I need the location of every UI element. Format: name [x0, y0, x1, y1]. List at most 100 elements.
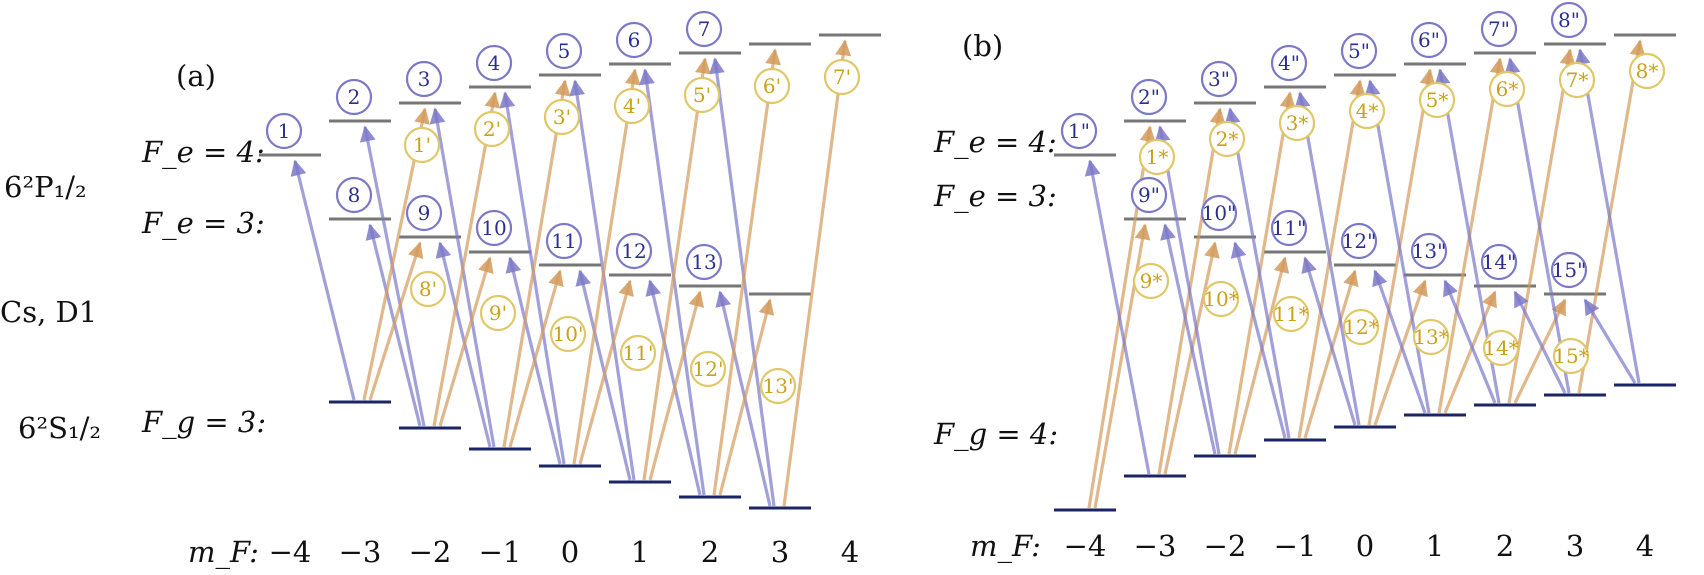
purple-transition-arrow — [1583, 298, 1637, 384]
mf-axis-label-b: m_F: — [970, 529, 1041, 564]
panel-b-fe3-label: F_e = 3: — [933, 179, 1057, 214]
blue-transition-label: 10 — [475, 209, 513, 247]
svg-text:10*: 10* — [1203, 287, 1238, 311]
s-state-title: 6²S₁/₂ — [18, 411, 101, 445]
blue-transition-label: 11" — [1270, 209, 1308, 247]
purple-transition-arrow — [499, 91, 566, 465]
purple-transition-arrow — [429, 107, 496, 448]
gold-transition-label: 2' — [473, 110, 511, 148]
gold-transition-label: 2* — [1208, 120, 1246, 158]
gold-transition-label: 6' — [753, 67, 791, 105]
svg-text:10: 10 — [481, 216, 506, 240]
mf-tick-label: −3 — [339, 535, 382, 569]
gold-transition-label: 7' — [823, 58, 861, 96]
svg-text:6*: 6* — [1496, 77, 1519, 101]
blue-transition-label: 6" — [1410, 21, 1448, 59]
purple-transition-arrow — [1372, 269, 1427, 414]
svg-text:8: 8 — [348, 183, 361, 207]
svg-text:7*: 7* — [1566, 68, 1589, 92]
orange-transition-arrow — [648, 290, 705, 481]
mf-tick-label: −2 — [409, 535, 452, 569]
gold-transition-label: 1' — [403, 126, 441, 164]
gold-transition-label: 5* — [1418, 81, 1456, 119]
mf-tick-label: 0 — [561, 535, 579, 569]
svg-text:12": 12" — [1342, 229, 1377, 253]
svg-text:8': 8' — [419, 277, 437, 301]
purple-transition-arrow — [569, 79, 636, 481]
svg-text:4": 4" — [1278, 51, 1300, 75]
svg-text:6': 6' — [763, 74, 781, 98]
purple-transition-arrow — [1224, 107, 1291, 439]
mf-tick-label: 2 — [1496, 529, 1514, 563]
svg-text:11*: 11* — [1273, 302, 1308, 326]
blue-transition-label: 1 — [265, 112, 303, 150]
purple-transition-arrow — [1364, 79, 1431, 414]
gold-transition-label: 11' — [619, 334, 657, 372]
panel-b-labels: (b) F_e = 4: F_e = 3: F_g = 4: — [933, 29, 1058, 452]
svg-text:13": 13" — [1412, 239, 1447, 263]
svg-text:4: 4 — [488, 51, 501, 75]
orange-transition-arrow — [438, 256, 494, 427]
gold-transition-label: 1* — [1138, 138, 1176, 176]
mf-tick-label: 2 — [701, 535, 719, 569]
panel-a-fe4-label: F_e = 4: — [141, 135, 265, 170]
purple-transition-arrow — [1154, 125, 1221, 455]
state-titles: 6²P₁/₂ Cs, D1 6²S₁/₂ — [0, 170, 101, 445]
mf-tick-label: 3 — [771, 535, 789, 569]
panel-a-labels: (a) F_e = 4: F_e = 3: F_g = 3: — [141, 59, 266, 440]
gold-transition-label: 5' — [683, 76, 721, 114]
purple-transition-arrow — [1294, 91, 1361, 426]
mf-axis-label-a: m_F: — [188, 535, 259, 570]
svg-text:6: 6 — [628, 28, 641, 52]
orange-transition-arrow — [782, 39, 852, 507]
d1-title: Cs, D1 — [0, 295, 97, 329]
gold-transition-label: 13* — [1412, 318, 1450, 356]
p-state-title: 6²P₁/₂ — [4, 170, 87, 204]
purple-transition-arrow — [639, 68, 706, 496]
gold-transition-label: 10* — [1202, 280, 1240, 318]
svg-text:11": 11" — [1272, 216, 1307, 240]
svg-text:15*: 15* — [1553, 344, 1588, 368]
blue-transition-label: 3" — [1200, 60, 1238, 98]
svg-text:14*: 14* — [1483, 336, 1518, 360]
gold-transition-label: 9' — [479, 294, 517, 332]
orange-transition-arrow — [508, 269, 564, 448]
blue-transition-label: 13" — [1410, 232, 1448, 270]
gold-transition-label: 4* — [1348, 92, 1386, 130]
blue-transition-label: 11 — [545, 222, 583, 260]
mf-tick-label: −4 — [1064, 529, 1107, 563]
mf-tick-label: −4 — [269, 535, 312, 569]
svg-text:9': 9' — [489, 301, 507, 325]
panel-b-fg-label: F_g = 4: — [933, 417, 1058, 452]
gold-transition-label: 10' — [549, 315, 587, 353]
svg-text:3: 3 — [418, 67, 431, 91]
svg-text:5": 5" — [1348, 39, 1370, 63]
mf-tick-label: −1 — [479, 535, 522, 569]
blue-transition-label: 2 — [335, 78, 373, 116]
blue-transition-label: 9 — [405, 194, 443, 232]
gold-transition-label: 11* — [1272, 295, 1310, 333]
mf-tick-label: 4 — [1636, 529, 1654, 563]
svg-text:7": 7" — [1488, 17, 1510, 41]
svg-text:11': 11' — [623, 341, 654, 365]
orange-transition-arrow — [368, 241, 424, 401]
svg-text:4': 4' — [623, 94, 641, 118]
orange-transition-arrow — [1373, 279, 1428, 426]
mf-tick-label: 4 — [841, 535, 859, 569]
svg-text:1": 1" — [1068, 119, 1090, 143]
purple-transition-arrow — [1160, 223, 1217, 455]
blue-transition-label: 9" — [1130, 176, 1168, 214]
svg-text:7: 7 — [698, 17, 711, 41]
svg-text:7': 7' — [833, 65, 851, 89]
svg-text:11: 11 — [551, 229, 576, 253]
gold-transition-label: 8' — [409, 270, 447, 308]
blue-transition-label: 8 — [335, 176, 373, 214]
blue-transition-label: 4 — [475, 44, 513, 82]
svg-text:10": 10" — [1202, 201, 1237, 225]
gold-transition-label: 7* — [1558, 61, 1596, 99]
gold-transition-label: 15* — [1552, 337, 1590, 375]
svg-text:5: 5 — [558, 39, 571, 63]
svg-text:5*: 5* — [1426, 88, 1449, 112]
gold-transition-label: 3' — [543, 98, 581, 136]
